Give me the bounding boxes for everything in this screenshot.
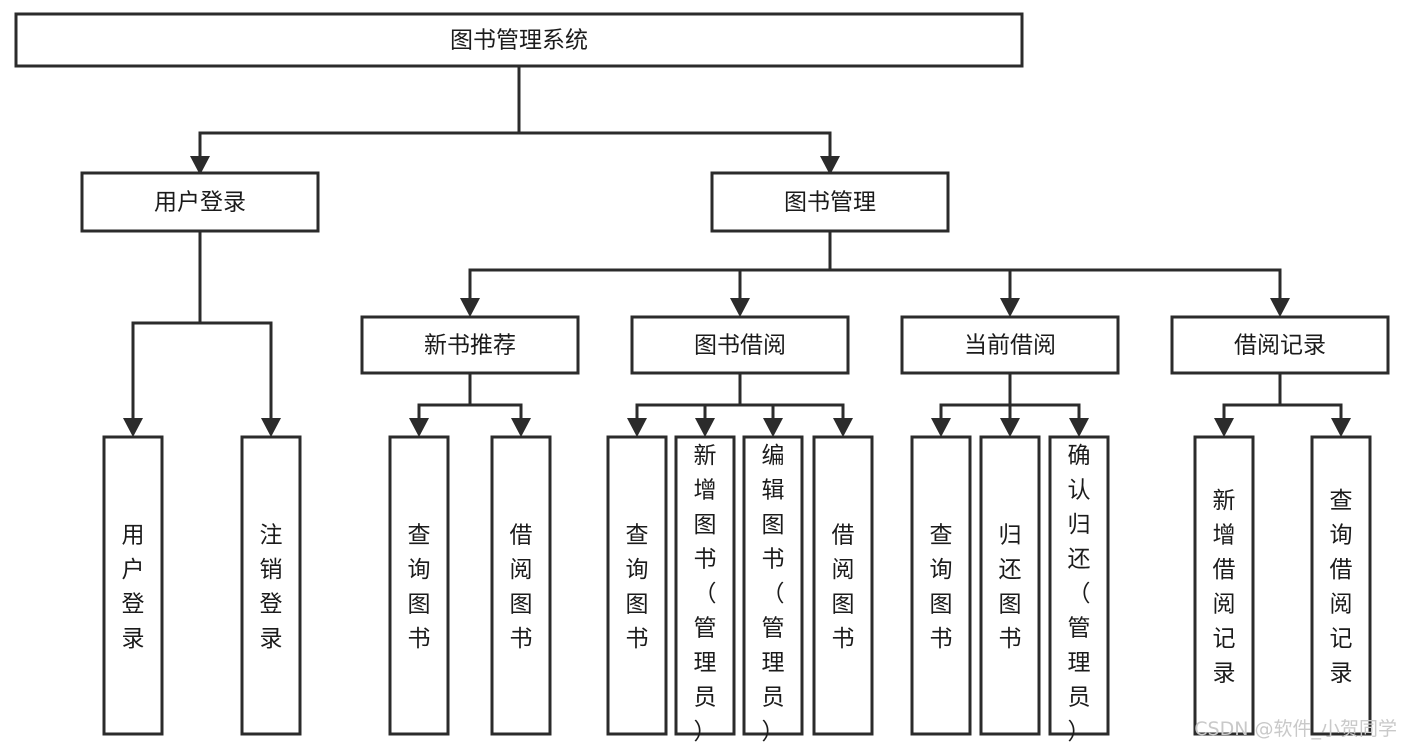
node-leaf-logout-login[interactable]: 注销登录 [240, 435, 302, 736]
arrow-head-leaf-logout-login [261, 418, 281, 437]
node-book-borrow-box[interactable] [630, 315, 850, 375]
node-leaf-confirm-return-admin-label: 确认归还（管理员） [1068, 443, 1091, 745]
node-user-login-box[interactable] [80, 171, 320, 233]
arrow-head-user-login [190, 156, 210, 175]
node-borrow-record[interactable]: 借阅记录 [1170, 315, 1390, 375]
node-leaf-user-login[interactable]: 用户登录 [102, 435, 164, 736]
node-leaf-query-book-borrow-label: 查询图书 [626, 523, 649, 653]
arrow-head-leaf-edit-book-admin [763, 418, 783, 437]
arrow-head-leaf-confirm-return-admin [1069, 418, 1089, 437]
csdn-watermark: CSDN @软件_小贺同学 [1194, 718, 1397, 740]
node-leaf-add-borrow-record[interactable]: 新增借阅记录 [1193, 435, 1255, 736]
node-leaf-query-book-borrow-box[interactable] [606, 435, 668, 736]
node-leaf-confirm-return-admin[interactable]: 确认归还（管理员） [1048, 435, 1110, 745]
arrow-head-leaf-add-borrow-record [1214, 418, 1234, 437]
node-leaf-logout-login-box[interactable] [240, 435, 302, 736]
arrow-head-book-borrow [730, 298, 750, 317]
node-leaf-borrow-book[interactable]: 借阅图书 [812, 435, 874, 736]
node-user-login-label: 用户登录 [154, 190, 246, 216]
node-leaf-query-book-current[interactable]: 查询图书 [910, 435, 972, 736]
node-leaf-add-borrow-record-box[interactable] [1193, 435, 1255, 736]
node-leaf-return-book[interactable]: 归还图书 [979, 435, 1041, 736]
node-leaf-add-book-admin-label: 新增图书（管理员） [694, 443, 717, 745]
arrow-head-leaf-query-book-current [931, 418, 951, 437]
node-leaf-query-book-current-label: 查询图书 [930, 523, 953, 653]
arrow-head-leaf-query-borrow-record [1331, 418, 1351, 437]
node-layer: 图书管理系统 用户登录 图书管理 新书推荐 图书借阅 当前 [14, 12, 1390, 745]
node-leaf-query-borrow-record-label: 查询借阅记录 [1330, 488, 1353, 687]
node-leaf-query-book-recommend[interactable]: 查询图书 [388, 435, 450, 736]
arrow-head-new-book-recommend [460, 298, 480, 317]
node-borrow-record-box[interactable] [1170, 315, 1390, 375]
arrow-head-leaf-borrow-book-recommend [511, 418, 531, 437]
node-leaf-borrow-book-box[interactable] [812, 435, 874, 736]
node-leaf-borrow-book-recommend-label: 借阅图书 [510, 523, 533, 653]
node-borrow-record-label: 借阅记录 [1234, 333, 1326, 359]
node-leaf-user-login-box[interactable] [102, 435, 164, 736]
node-leaf-logout-login-label: 注销登录 [260, 523, 283, 653]
node-leaf-user-login-label: 用户登录 [122, 523, 145, 653]
node-leaf-edit-book-admin-box[interactable] [742, 435, 804, 736]
node-leaf-borrow-book-label: 借阅图书 [832, 523, 855, 653]
arrow-head-leaf-return-book [1000, 418, 1020, 437]
node-new-book-recommend-box[interactable] [360, 315, 580, 375]
arrow-head-leaf-query-book-borrow [627, 418, 647, 437]
node-leaf-add-book-admin[interactable]: 新增图书（管理员） [674, 435, 736, 745]
node-leaf-add-book-admin-box[interactable] [674, 435, 736, 736]
node-leaf-edit-book-admin[interactable]: 编辑图书（管理员） [742, 435, 804, 745]
node-book-management[interactable]: 图书管理 [710, 171, 950, 233]
node-root-box[interactable] [14, 12, 1024, 68]
node-leaf-add-borrow-record-label: 新增借阅记录 [1213, 488, 1236, 687]
node-book-borrow[interactable]: 图书借阅 [630, 315, 850, 375]
connector-layer [123, 64, 1351, 437]
arrow-head-book-management [820, 156, 840, 175]
node-book-management-label: 图书管理 [784, 190, 876, 216]
node-current-borrow[interactable]: 当前借阅 [900, 315, 1120, 375]
arrow-head-leaf-query-book-recommend [409, 418, 429, 437]
node-leaf-query-book-recommend-box[interactable] [388, 435, 450, 736]
arrow-head-leaf-borrow-book [833, 418, 853, 437]
node-book-management-box[interactable] [710, 171, 950, 233]
node-leaf-edit-book-admin-label: 编辑图书（管理员） [762, 443, 785, 745]
node-leaf-query-book-current-box[interactable] [910, 435, 972, 736]
node-leaf-query-book-borrow[interactable]: 查询图书 [606, 435, 668, 736]
arrow-head-leaf-user-login [123, 418, 143, 437]
arrow-head-borrow-record [1270, 298, 1290, 317]
node-leaf-query-book-recommend-label: 查询图书 [408, 523, 431, 653]
node-book-borrow-label: 图书借阅 [694, 333, 786, 359]
arrow-head-leaf-add-book-admin [695, 418, 715, 437]
node-leaf-return-book-box[interactable] [979, 435, 1041, 736]
arrow-head-current-borrow [1000, 298, 1020, 317]
node-new-book-recommend-label: 新书推荐 [424, 333, 516, 359]
node-current-borrow-box[interactable] [900, 315, 1120, 375]
node-leaf-borrow-book-recommend-box[interactable] [490, 435, 552, 736]
node-leaf-query-borrow-record[interactable]: 查询借阅记录 [1310, 435, 1372, 736]
node-current-borrow-label: 当前借阅 [964, 333, 1056, 359]
node-root[interactable]: 图书管理系统 [14, 12, 1024, 68]
node-leaf-borrow-book-recommend[interactable]: 借阅图书 [490, 435, 552, 736]
node-leaf-return-book-label: 归还图书 [999, 523, 1022, 653]
node-new-book-recommend[interactable]: 新书推荐 [360, 315, 580, 375]
node-leaf-query-borrow-record-box[interactable] [1310, 435, 1372, 736]
node-user-login[interactable]: 用户登录 [80, 171, 320, 233]
node-leaf-confirm-return-admin-box[interactable] [1048, 435, 1110, 736]
node-root-label: 图书管理系统 [450, 28, 588, 54]
